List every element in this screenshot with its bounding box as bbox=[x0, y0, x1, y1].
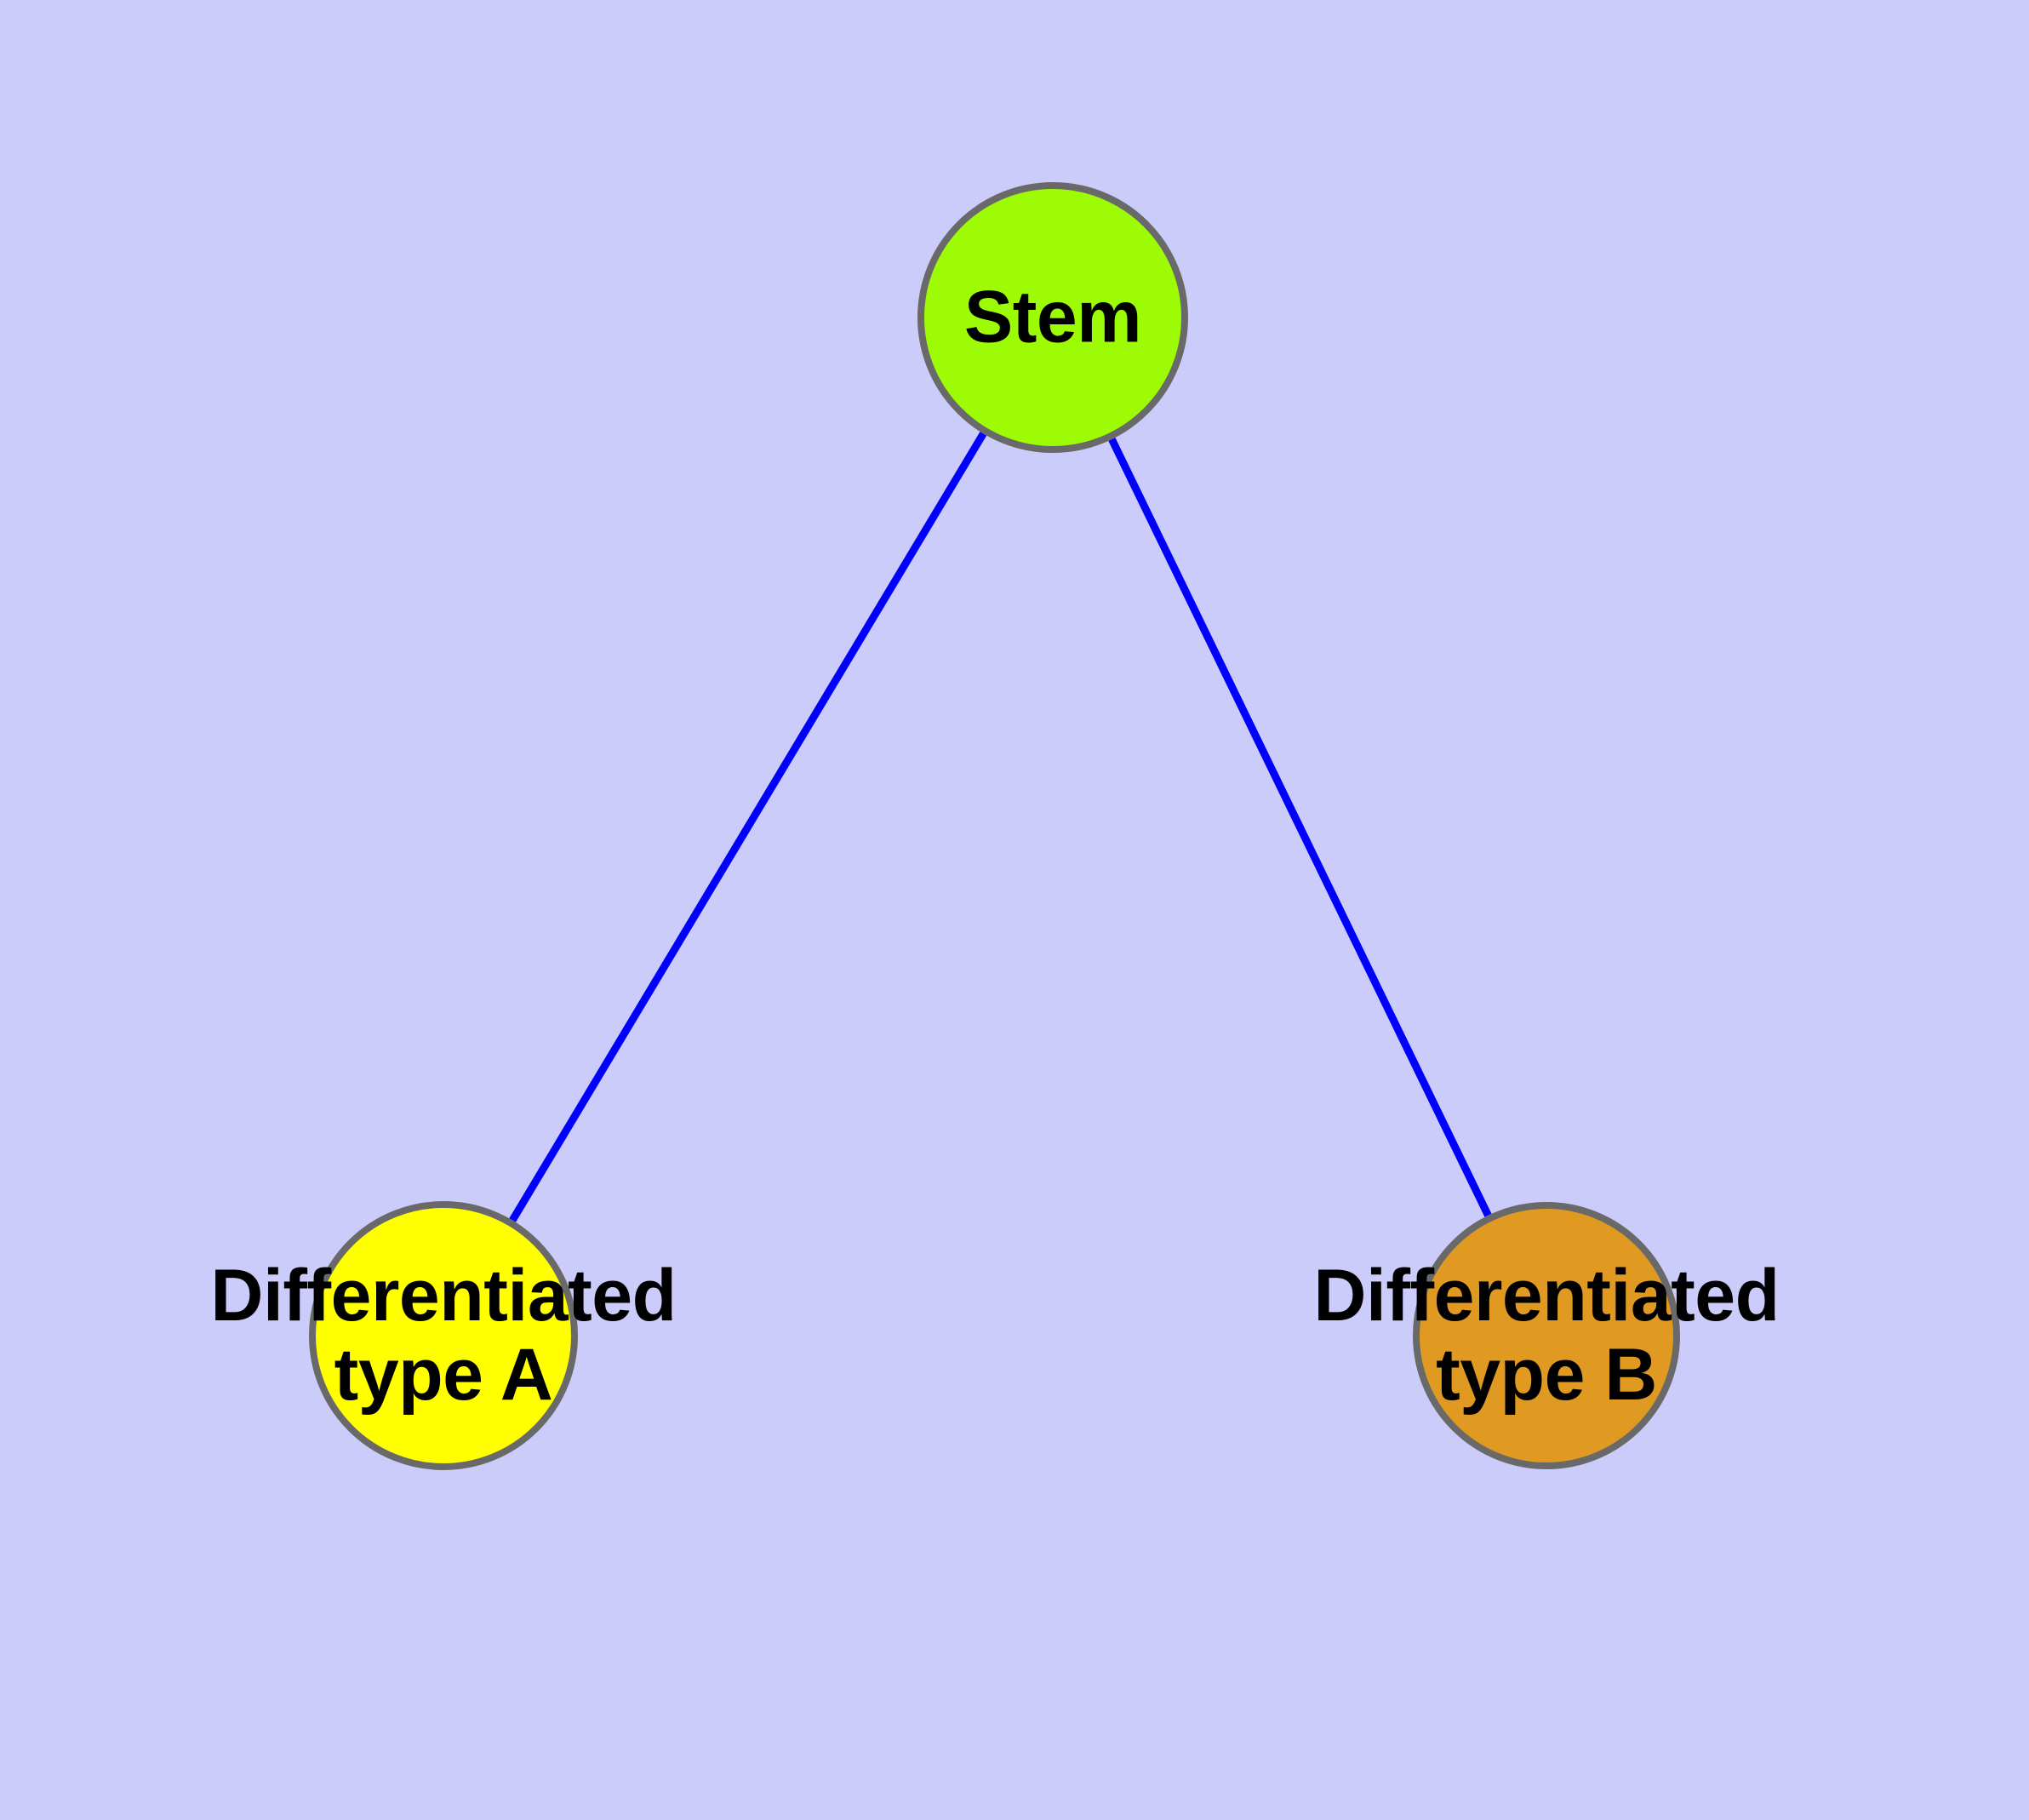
edge-stem-to-diff-a bbox=[509, 432, 987, 1222]
edges-group bbox=[509, 432, 1492, 1222]
edge-stem-to-diff-b bbox=[1108, 438, 1492, 1217]
node-circle-diff-b[interactable] bbox=[1413, 1202, 1680, 1469]
nodes-group bbox=[309, 182, 1680, 1470]
node-circle-diff-a[interactable] bbox=[309, 1201, 578, 1470]
node-circle-stem[interactable] bbox=[917, 182, 1188, 453]
